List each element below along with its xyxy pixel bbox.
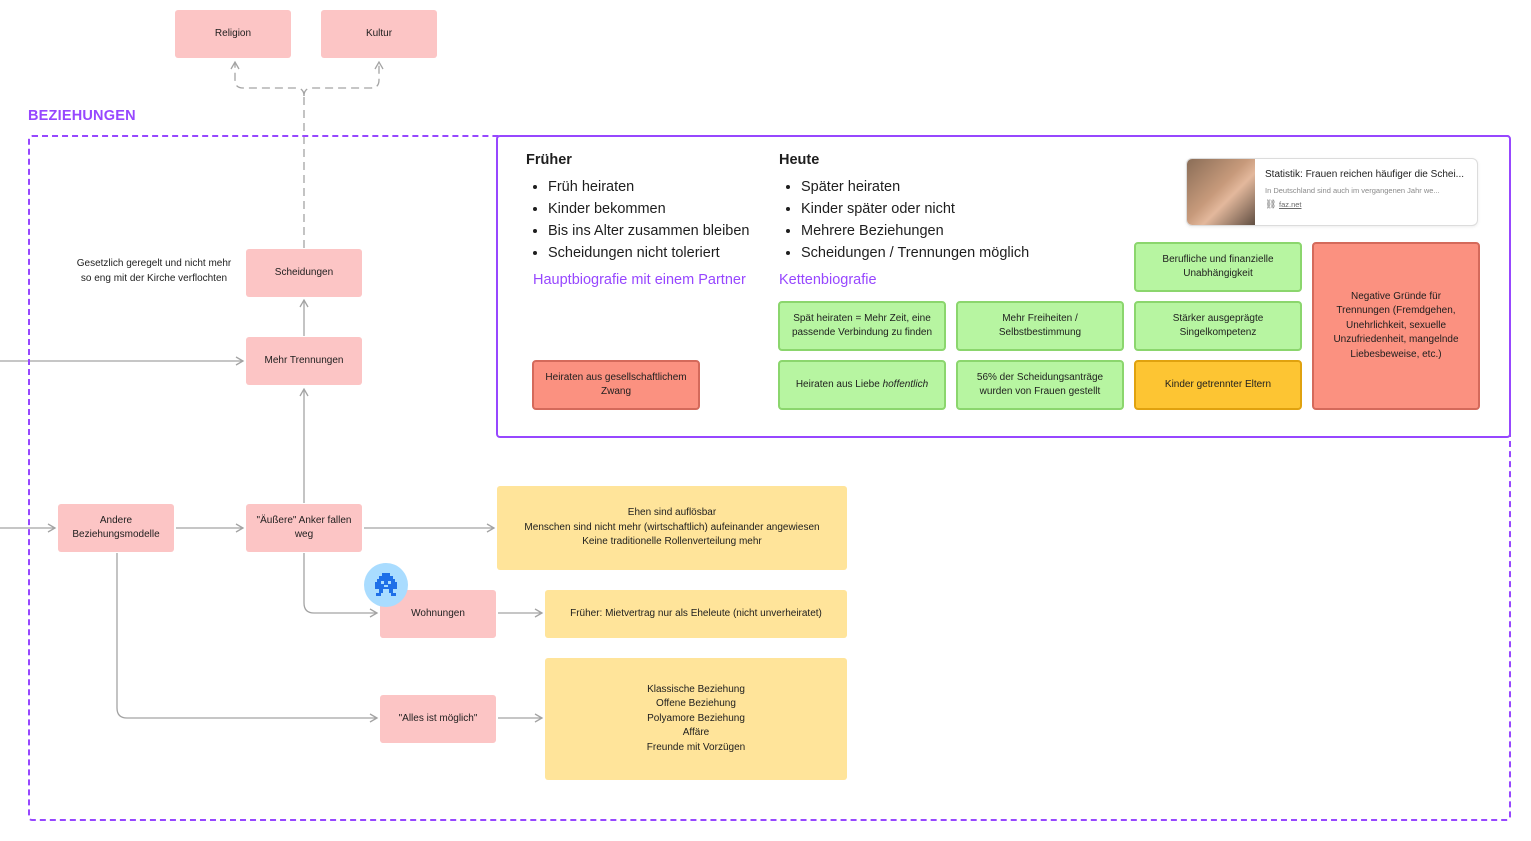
frueher-list: Früh heiraten Kinder bekommen Bis ins Al… xyxy=(526,176,750,264)
frueher-title: Früher xyxy=(526,152,572,168)
sticky-kinder-getrennter-eltern[interactable]: Kinder getrennter Eltern xyxy=(1134,360,1302,410)
heute-item: Scheidungen / Trennungen möglich xyxy=(801,242,1029,264)
heiraten-liebe-emphasis: hoffentlich xyxy=(882,378,929,390)
sticky-heiraten-liebe[interactable]: Heiraten aus Liebe hoffentlich xyxy=(778,360,946,410)
sticky-mehr-freiheiten[interactable]: Mehr Freiheiten / Selbstbestimmung xyxy=(956,301,1124,351)
sticky-berufliche-unabhaengigkeit[interactable]: Berufliche und finanzielle Unabhängigkei… xyxy=(1134,242,1302,292)
card-title: Statistik: Frauen reichen häufiger die S… xyxy=(1265,169,1464,180)
info-beziehungsformen[interactable]: Klassische Beziehung Offene Beziehung Po… xyxy=(545,658,847,780)
sticky-negative-gruende[interactable]: Negative Gründe für Trennungen (Fremdgeh… xyxy=(1312,242,1480,410)
heute-item: Kinder später oder nicht xyxy=(801,198,1029,220)
heute-item: Mehrere Beziehungen xyxy=(801,220,1029,242)
heute-title: Heute xyxy=(779,152,820,168)
node-anker-fallen-weg[interactable]: "Äußere" Anker fallen weg xyxy=(246,504,362,552)
heute-summary: Kettenbiografie xyxy=(779,272,877,288)
solid-arrows xyxy=(0,298,544,723)
info-mietvertrag[interactable]: Früher: Mietvertrag nur als Eheleute (ni… xyxy=(545,590,847,638)
node-andere-beziehungsmodelle[interactable]: Andere Beziehungsmodelle xyxy=(58,504,174,552)
section-title: BEZIEHUNGEN xyxy=(28,108,136,124)
card-description: In Deutschland sind auch im vergangenen … xyxy=(1265,186,1440,195)
heiraten-liebe-text: Heiraten aus Liebe xyxy=(795,378,883,390)
robot-avatar-icon[interactable] xyxy=(364,563,408,607)
card-domain[interactable]: faz.net xyxy=(1279,200,1302,209)
sticky-heiraten-zwang[interactable]: Heiraten aus gesellschaftlichem Zwang xyxy=(532,360,700,410)
card-thumbnail xyxy=(1187,159,1255,225)
side-note: Gesetzlich geregelt und nicht mehr so en… xyxy=(76,258,232,284)
frueher-item: Scheidungen nicht toleriert xyxy=(548,242,750,264)
heute-list: Später heiraten Kinder später oder nicht… xyxy=(779,176,1029,264)
frueher-item: Früh heiraten xyxy=(548,176,750,198)
sticky-singelkompetenz[interactable]: Stärker ausgeprägte Singelkompetenz xyxy=(1134,301,1302,351)
node-alles-moeglich[interactable]: "Alles ist möglich" xyxy=(380,695,496,743)
frueher-item: Kinder bekommen xyxy=(548,198,750,220)
robot-glyph xyxy=(375,573,397,596)
sticky-spaet-heiraten[interactable]: Spät heiraten = Mehr Zeit, eine passende… xyxy=(778,301,946,351)
frueher-summary: Hauptbiografie mit einem Partner xyxy=(533,272,746,288)
node-kultur[interactable]: Kultur xyxy=(321,10,437,58)
node-mehr-trennungen[interactable]: Mehr Trennungen xyxy=(246,337,362,385)
dashed-tree xyxy=(230,60,384,248)
node-scheidungen[interactable]: Scheidungen xyxy=(246,249,362,297)
frueher-item: Bis ins Alter zusammen bleiben xyxy=(548,220,750,242)
link-icon: ⛓ xyxy=(1265,199,1277,209)
link-card[interactable]: Statistik: Frauen reichen häufiger die S… xyxy=(1186,158,1478,226)
node-religion[interactable]: Religion xyxy=(175,10,291,58)
sticky-scheidungsantraege[interactable]: 56% der Scheidungsanträge wurden von Fra… xyxy=(956,360,1124,410)
info-ehen[interactable]: Ehen sind auflösbar Menschen sind nicht … xyxy=(497,486,847,570)
heute-item: Später heiraten xyxy=(801,176,1029,198)
